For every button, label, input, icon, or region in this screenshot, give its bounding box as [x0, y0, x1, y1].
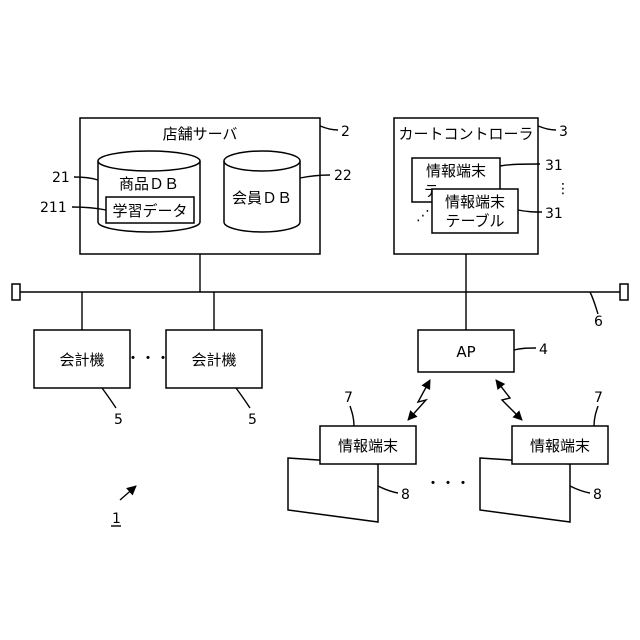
- store-server-ref: 2: [341, 124, 350, 140]
- table-ellipsis-left: ⋰: [416, 208, 430, 224]
- ap-label: AP: [456, 343, 475, 361]
- learning-data-ref: 211: [40, 200, 67, 216]
- terminal-table-back-ref: 31: [545, 158, 563, 174]
- member-db-ref: 22: [334, 168, 352, 184]
- terminal-table-back-line1: 情報端末: [426, 162, 486, 180]
- network-ref: 6: [594, 314, 603, 330]
- register-ellipsis: ・・・: [125, 349, 170, 367]
- register-1: 会計機 5: [34, 330, 130, 428]
- learning-data: 学習データ 211: [40, 197, 194, 223]
- network-bus: 6: [12, 254, 628, 330]
- register-2-label: 会計機: [191, 351, 236, 369]
- terminal-table-front-line1: 情報端末: [445, 193, 505, 211]
- terminal-table-front-line2: テーブル: [445, 212, 504, 230]
- wireless-link-right: [496, 380, 522, 420]
- cart-2: 8: [480, 458, 602, 522]
- terminal-table-front: 情報端末 テーブル 31: [432, 189, 563, 233]
- system-ref: 1: [111, 486, 136, 527]
- register-2: 会計機 5: [166, 330, 262, 428]
- system-ref-label: 1: [112, 511, 121, 527]
- terminal-1-ref: 7: [344, 390, 353, 406]
- access-point: AP 4: [418, 330, 548, 372]
- cart-1-ref: 8: [401, 487, 410, 503]
- terminal-2: 情報端末 7: [512, 390, 608, 464]
- wireless-link-left: [408, 380, 430, 420]
- terminal-ellipsis: ・・・: [425, 474, 470, 492]
- member-db-label: 会員ＤＢ: [232, 189, 292, 207]
- terminal-1: 情報端末 7: [320, 390, 416, 464]
- register-2-ref: 5: [248, 412, 257, 428]
- cart-2-ref: 8: [593, 487, 602, 503]
- register-1-ref: 5: [114, 412, 123, 428]
- product-db-ref: 21: [52, 170, 70, 186]
- cart-controller-label: カートコントローラ: [398, 125, 533, 143]
- learning-data-label: 学習データ: [112, 202, 187, 220]
- register-1-label: 会計機: [59, 351, 104, 369]
- store-server-label: 店舗サーバ: [163, 125, 238, 143]
- terminal-1-label: 情報端末: [338, 437, 398, 455]
- terminal-2-label: 情報端末: [530, 437, 590, 455]
- table-ellipsis-right: ⋮: [556, 181, 570, 197]
- ap-ref: 4: [539, 342, 548, 358]
- terminal-table-front-ref: 31: [545, 206, 563, 222]
- product-db-label: 商品ＤＢ: [119, 175, 179, 193]
- member-db: 会員ＤＢ 22: [224, 151, 352, 232]
- terminal-2-ref: 7: [594, 390, 603, 406]
- cart-1: 8: [288, 458, 410, 522]
- cart-controller-ref: 3: [559, 124, 568, 140]
